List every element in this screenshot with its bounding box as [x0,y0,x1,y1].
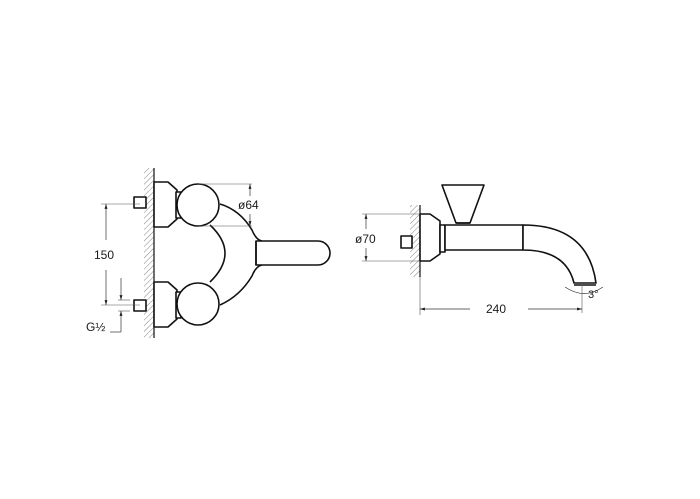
flange-diameter-label: ø70 [355,232,376,246]
inlet-spacing-label: 150 [94,248,114,262]
lower-handle [176,282,220,326]
wall-hatch-right [410,205,420,277]
handle-diameter-label: ø64 [238,198,259,212]
spout-side-view: 3° ø70 240 [355,184,604,316]
wall-hatch [144,168,154,338]
upper-handle [176,183,220,227]
spout-projection-label: 240 [486,302,506,316]
thread-size-label: G½ [86,320,105,334]
mixer-front-view: ø64 150 G½ [86,168,331,338]
outlet-angle-label: 3° [588,289,599,301]
